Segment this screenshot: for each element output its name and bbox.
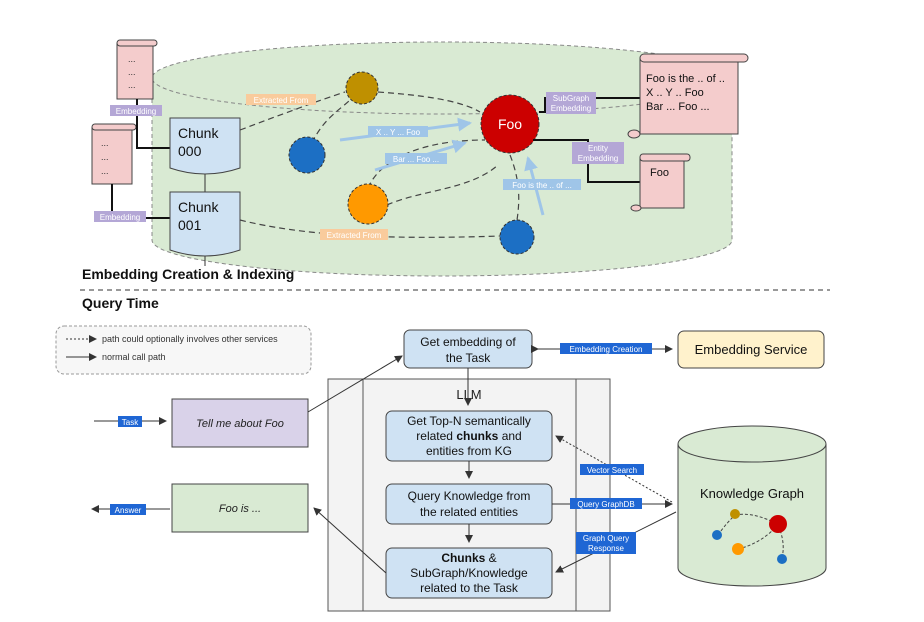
query-knowledge-box: Query Knowledge from the related entitie… [385,483,553,525]
answer-label [110,504,146,515]
entity-node-foo: Foo [480,94,540,154]
svg-text:Foo is the .. of ..: Foo is the .. of .. [646,73,725,85]
svg-text:Vector Search: Vector Search [587,466,637,475]
svg-text:SubGraph: SubGraph [553,94,589,103]
answer-box: Foo is ... [171,483,309,533]
graph-query-response-label [576,532,636,554]
svg-text:the related entities: the related entities [420,505,518,519]
relation-label-2 [385,153,447,164]
svg-text:Tell me about Foo: Tell me about Foo [196,418,284,430]
get-embedding-box: Get embedding of the Task [403,329,533,369]
entity-node-blue-1 [288,136,326,174]
svg-text:Bar ... Foo ...: Bar ... Foo ... [393,155,439,164]
svg-text:related chunks and: related chunks and [416,429,521,443]
entity-embedding-label [572,142,624,164]
svg-text:Get embedding of: Get embedding of [420,335,516,349]
svg-text:Task: Task [122,418,139,427]
svg-text:path could optionally involves: path could optionally involves other ser… [102,334,278,344]
embedding-creation-label [560,343,652,354]
embedding-service-box: Embedding Service [677,330,825,369]
doc-dots: ... [101,152,109,162]
svg-text:Extracted From: Extracted From [254,96,309,105]
svg-text:Knowledge Graph: Knowledge Graph [700,486,804,501]
subgraph-embedding-label [546,92,596,114]
svg-text:Foo is ...: Foo is ... [219,503,261,515]
doc-dots: ... [128,54,136,64]
entity-node-orange [347,183,389,225]
relation-label-3 [503,179,581,190]
vector-search-label [580,464,644,475]
extracted-from-label-1 [246,94,316,105]
svg-text:Embedding Service: Embedding Service [695,342,808,357]
task-label [118,416,142,427]
doc-dots: ... [128,67,136,77]
svg-text:Get Top-N semantically: Get Top-N semantically [407,414,531,428]
svg-text:Extracted From: Extracted From [327,231,382,240]
doc-scroll-1: ... ... ... [116,39,158,100]
doc-dots: ... [101,166,109,176]
indexing-section-title: Embedding Creation & Indexing [82,266,294,282]
task-input-box: Tell me about Foo [171,398,309,448]
knowledge-graph-cylinder: Knowledge Graph [677,425,827,587]
query-section-title: Query Time [82,295,159,311]
svg-text:Embedding Creation: Embedding Creation [570,345,643,354]
legend: path could optionally involves other ser… [55,325,312,375]
relation-label-1 [368,126,428,137]
svg-text:Answer: Answer [115,506,142,515]
extracted-from-label-2 [320,229,388,240]
svg-text:001: 001 [178,217,202,233]
chunk-001: Chunk 001 [169,191,241,257]
embedding-label-1 [110,105,162,116]
doc-dots: ... [128,80,136,90]
svg-text:LLM: LLM [456,387,481,402]
query-graphdb-label [570,498,642,509]
doc-scroll-2: ... ... ... [91,123,137,185]
svg-text:X .. Y ... Foo: X .. Y ... Foo [376,128,421,137]
embedding-label-2-text: Embedding [100,213,140,222]
svg-text:Embedding: Embedding [578,154,618,163]
svg-text:Response: Response [588,544,625,553]
embedding-label-2 [94,211,146,222]
subgraph-doc-scroll: Foo is the .. of .. X .. Y .. Foo Bar ..… [627,53,749,139]
svg-text:Graph Query: Graph Query [583,534,629,543]
chunk-000: Chunk 000 [169,117,241,175]
entity-doc-scroll: Foo [630,153,691,212]
svg-text:000: 000 [178,143,202,159]
svg-text:Query GraphDB: Query GraphDB [577,500,634,509]
embedding-label-1-text: Embedding [116,107,156,116]
doc-dots: ... [101,138,109,148]
svg-text:Chunks &: Chunks & [441,551,496,565]
svg-text:X .. Y .. Foo: X .. Y .. Foo [646,87,704,99]
svg-text:Foo: Foo [498,116,522,132]
entity-node-gold [345,71,379,105]
svg-text:Foo is the .. of ...: Foo is the .. of ... [512,181,572,190]
svg-text:normal call path: normal call path [102,352,166,362]
svg-text:Embedding: Embedding [551,104,591,113]
svg-text:Chunk: Chunk [178,125,219,141]
svg-text:related to the Task: related to the Task [420,581,519,595]
svg-text:Query Knowledge from: Query Knowledge from [408,489,531,503]
svg-text:Chunk: Chunk [178,199,219,215]
svg-text:the Task: the Task [446,351,491,365]
topn-box: Get Top-N semantically related chunks an… [385,410,553,462]
svg-text:SubGraph/Knowledge: SubGraph/Knowledge [410,566,528,580]
chunks-subgraph-box: Chunks & SubGraph/Knowledge related to t… [385,547,553,599]
svg-text:Foo: Foo [650,167,669,179]
svg-text:entities from KG: entities from KG [426,444,512,458]
entity-node-blue-2 [499,219,535,255]
svg-text:Entity: Entity [588,144,608,153]
svg-text:Bar ... Foo ...: Bar ... Foo ... [646,101,710,113]
